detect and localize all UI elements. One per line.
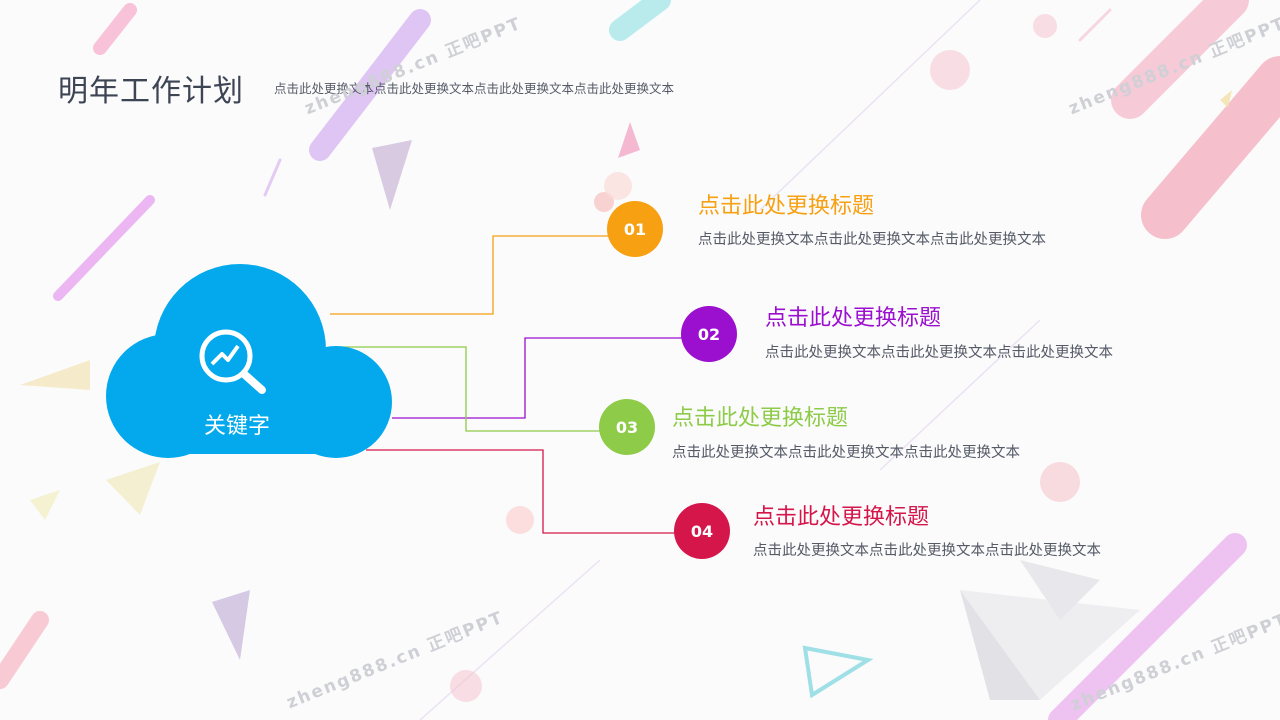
cloud-label: 关键字 — [203, 414, 270, 439]
item-04-title[interactable]: 点击此处更换标题 — [753, 505, 930, 530]
item-01-text[interactable]: 点击此处更换文本点击此处更换文本点击此处更换文本 — [698, 232, 1046, 248]
connector-01 — [330, 235, 610, 315]
item-01-number: 01 — [607, 201, 663, 257]
item-03-number: 03 — [599, 399, 655, 455]
search-chart-icon — [199, 329, 266, 394]
item-04-number: 04 — [674, 503, 730, 559]
item-02-number: 02 — [681, 306, 737, 362]
keyword-cloud — [90, 264, 398, 458]
page-subtitle: 点击此处更换文本点击此处更换文本点击此处更换文本点击此处更换文本 — [274, 81, 675, 96]
item-02-text[interactable]: 点击此处更换文本点击此处更换文本点击此处更换文本 — [765, 345, 1113, 361]
item-02-title[interactable]: 点击此处更换标题 — [765, 306, 942, 331]
connector-03 — [338, 346, 602, 432]
item-01-title[interactable]: 点击此处更换标题 — [698, 194, 875, 219]
item-03-text[interactable]: 点击此处更换文本点击此处更换文本点击此处更换文本 — [672, 445, 1020, 461]
connector-04 — [366, 449, 676, 534]
page-title: 明年工作计划 — [58, 74, 244, 109]
item-03-title[interactable]: 点击此处更换标题 — [672, 406, 849, 431]
connector-02 — [392, 337, 684, 419]
item-04-text[interactable]: 点击此处更换文本点击此处更换文本点击此处更换文本 — [753, 543, 1101, 559]
